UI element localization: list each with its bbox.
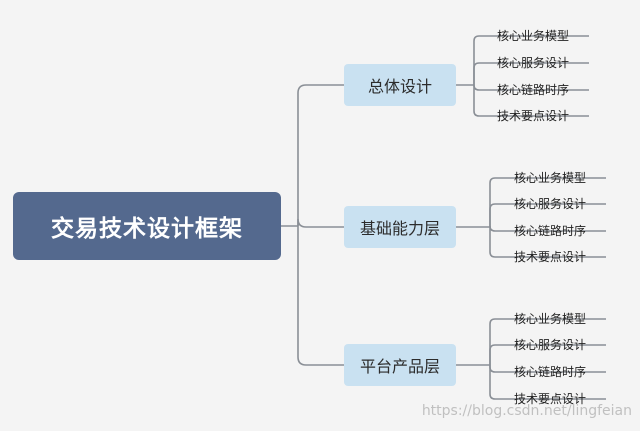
leaf-connector bbox=[489, 318, 606, 365]
branch-node-overall-design[interactable]: 总体设计 bbox=[344, 64, 456, 106]
leaf-node[interactable]: 核心链路时序 bbox=[514, 365, 587, 379]
branch-node-platform-layer[interactable]: 平台产品层 bbox=[344, 344, 456, 386]
branch-node-foundation-layer[interactable]: 基础能力层 bbox=[344, 206, 456, 248]
root-node[interactable]: 交易技术设计框架 bbox=[13, 192, 281, 260]
branch-node-label: 平台产品层 bbox=[359, 357, 440, 376]
leaf-node[interactable]: 核心链路时序 bbox=[497, 83, 570, 97]
branch-connector bbox=[297, 226, 344, 366]
leaf-connector bbox=[473, 85, 589, 117]
leaf-node[interactable]: 技术要点设计 bbox=[514, 250, 587, 264]
leaf-node[interactable]: 技术要点设计 bbox=[514, 392, 587, 406]
leaf-connector bbox=[489, 227, 606, 258]
leaf-connector bbox=[489, 344, 606, 365]
leaf-node[interactable]: 核心链路时序 bbox=[514, 224, 587, 238]
leaf-node[interactable]: 核心业务模型 bbox=[514, 312, 587, 326]
leaf-node[interactable]: 核心服务设计 bbox=[514, 338, 587, 352]
leaf-node[interactable]: 核心服务设计 bbox=[514, 197, 587, 211]
leaf-connector bbox=[473, 35, 589, 85]
leaf-node[interactable]: 技术要点设计 bbox=[497, 109, 570, 123]
branch-connector bbox=[297, 218, 344, 228]
leaf-connector bbox=[489, 203, 606, 227]
branch-node-label: 基础能力层 bbox=[359, 219, 440, 238]
root-node-label: 交易技术设计框架 bbox=[51, 216, 243, 242]
branch-connector bbox=[297, 84, 344, 226]
leaf-node[interactable]: 核心业务模型 bbox=[497, 29, 570, 43]
leaf-node[interactable]: 核心服务设计 bbox=[497, 56, 570, 70]
leaf-connector bbox=[489, 177, 606, 227]
leaf-connector bbox=[473, 62, 589, 85]
watermark-text: https://blog.csdn.net/lingfeian bbox=[421, 403, 632, 419]
leaf-node[interactable]: 核心业务模型 bbox=[514, 171, 587, 185]
branch-node-label: 总体设计 bbox=[367, 77, 432, 96]
leaf-connector bbox=[489, 225, 606, 232]
leaf-connector bbox=[489, 365, 606, 400]
